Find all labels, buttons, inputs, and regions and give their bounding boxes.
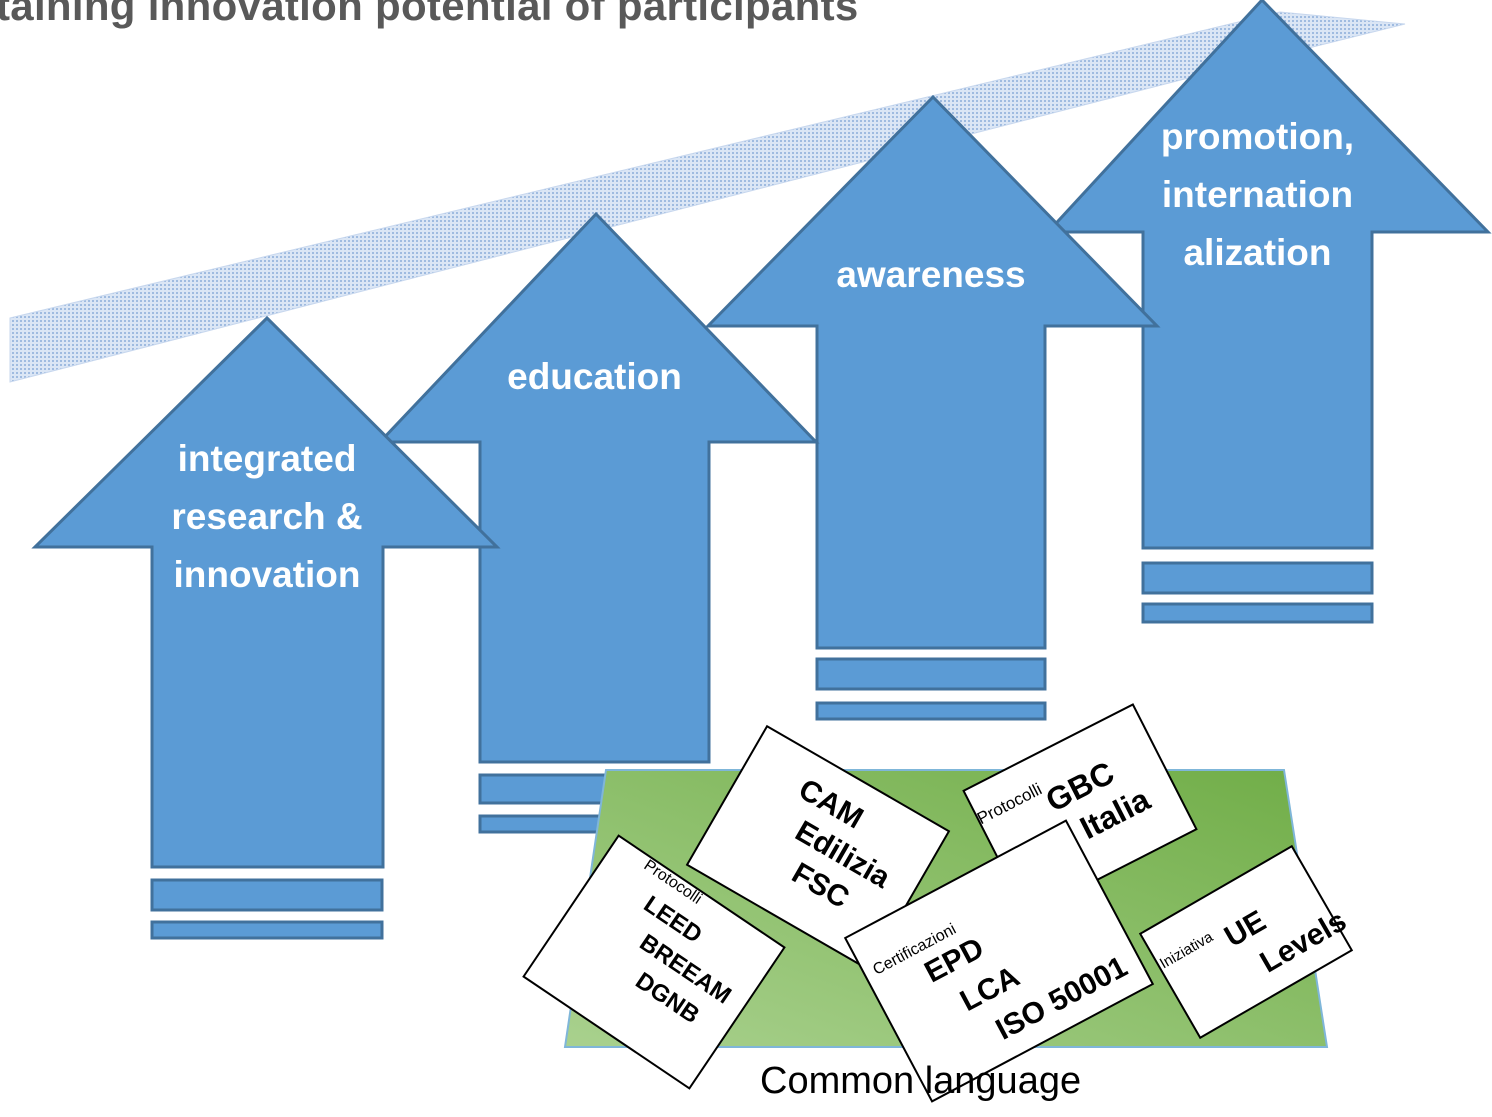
base-bar [1141, 602, 1374, 624]
label-line: education [507, 356, 682, 397]
arrow-label-education: education [480, 348, 709, 406]
label-line: internation [1161, 174, 1354, 215]
label-line: innovation [173, 554, 361, 595]
card-group: CAMEdiliziaFSCProtocolliGBCItaliaProtoco… [522, 703, 1354, 1103]
label-line: promotion, [1160, 116, 1355, 157]
label-line: research & [171, 496, 363, 537]
card-face [685, 724, 951, 972]
base-bar [150, 878, 384, 912]
arrow-research [31, 315, 501, 940]
label-line: integrated [177, 438, 357, 479]
arrow-label-promotion: promotion, internation alization [1143, 108, 1372, 282]
card-face [1138, 844, 1354, 1040]
base-bar [150, 920, 384, 940]
label-line: alization [1183, 232, 1332, 273]
caption-common-language: Common language [760, 1060, 1082, 1102]
arrow-label-research: integrated research & innovation [152, 430, 382, 604]
diagram-title: taining innovation potential of particip… [0, 0, 859, 29]
label-line: awareness [836, 254, 1026, 295]
arrow-label-awareness: awareness [817, 246, 1045, 304]
base-bar [815, 657, 1047, 691]
base-bar [815, 701, 1047, 721]
arrow-awareness [704, 94, 1161, 721]
card-face [843, 819, 1155, 1103]
arrow-promotion [1044, 0, 1492, 624]
card-face [522, 834, 786, 1090]
base-bar [1141, 561, 1374, 595]
